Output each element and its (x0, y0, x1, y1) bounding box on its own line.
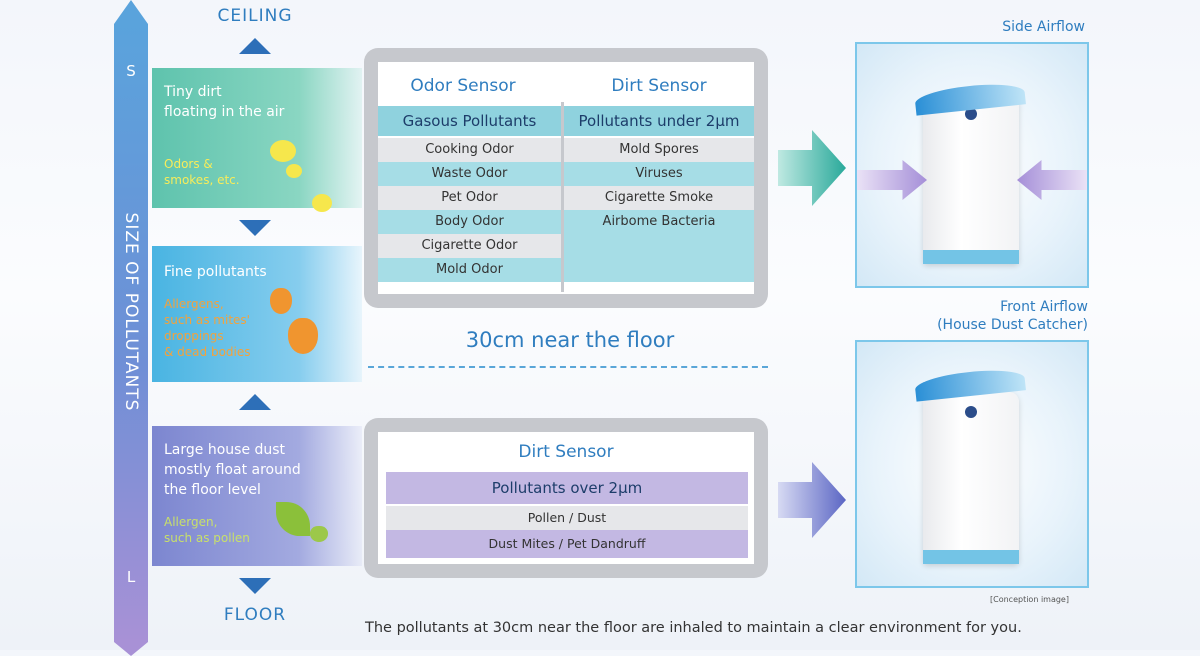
zone-sub-line: such as pollen (164, 531, 250, 545)
zone-title: Tiny dirt floating in the air (164, 82, 284, 122)
right-arrow-icon (778, 130, 846, 206)
odor-sensor-header: Odor Sensor (410, 76, 516, 96)
zone-title-line: mostly float around (164, 462, 301, 478)
table-row: Viruses (564, 162, 754, 186)
table-row: Mold Spores (564, 138, 754, 162)
down-arrow-icon (239, 578, 271, 594)
air-purifier-image (923, 392, 1019, 564)
zone-sub-line: such as mites' (164, 313, 250, 327)
down-arrow-icon (239, 220, 271, 236)
axis-large-label: L (126, 568, 136, 586)
front-airflow-label: Front Airflow (House Dust Catcher) (880, 298, 1088, 334)
zone-title: Fine pollutants (164, 262, 267, 282)
dirt-sensor-header: Dirt Sensor (611, 76, 707, 96)
zone-large-dust: Large house dust mostly float around the… (152, 426, 362, 566)
caption: The pollutants at 30cm near the floor ar… (365, 620, 1022, 636)
zone-title-line: the floor level (164, 482, 261, 498)
table-row: Dust Mites / Pet Dandruff (386, 530, 748, 558)
zone-title-line: floating in the air (164, 104, 285, 120)
upper-panel-table: Odor Sensor Dirt Sensor Gasous Pollutant… (378, 62, 754, 294)
air-purifier-image (923, 94, 1019, 264)
floor-dashed-line (368, 366, 768, 368)
zone-sub-line: droppings (164, 329, 224, 343)
ceiling-label: CEILING (217, 6, 293, 26)
photo-label-line: Front Airflow (1000, 299, 1088, 315)
zone-title-line: Fine pollutants (164, 264, 267, 280)
zone-fine-pollutants: Fine pollutants Allergens, such as mites… (152, 246, 362, 382)
zone-sub-line: Odors & (164, 157, 213, 171)
table-row: Cigarette Odor (378, 234, 561, 258)
table-row: Body Odor (378, 210, 561, 234)
axis-title: SIZE OF POLLUTANTS (121, 212, 141, 412)
conception-note: [Conception image] (990, 595, 1069, 604)
zone-sub-line: Allergen, (164, 515, 218, 529)
zone-tiny-dirt: Tiny dirt floating in the air Odors & sm… (152, 68, 362, 212)
gaseous-pollutants-subheader: Gasous Pollutants (378, 106, 561, 136)
table-row: Cooking Odor (378, 138, 561, 162)
zone-subtitle: Allergen, such as pollen (164, 514, 250, 546)
axis-small-label: S (126, 62, 136, 80)
zone-subtitle: Allergens, such as mites' droppings & de… (164, 296, 251, 360)
upper-sensor-panel: Odor Sensor Dirt Sensor Gasous Pollutant… (364, 48, 768, 308)
photo-label-line: Side Airflow (1002, 19, 1085, 35)
up-arrow-icon (239, 394, 271, 410)
zone-sub-line: & dead bodies (164, 345, 251, 359)
table-row: Cigarette Smoke (564, 186, 754, 210)
airflow-left-arrow-icon (857, 160, 927, 200)
table-row: Pet Odor (378, 186, 561, 210)
zone-title: Large house dust mostly float around the… (164, 440, 301, 500)
floor-label: FLOOR (223, 605, 287, 625)
zone-title-line: Large house dust (164, 442, 286, 458)
axis-arrow-bottom (114, 642, 148, 656)
right-arrow-icon (778, 462, 846, 538)
zone-sub-line: Allergens, (164, 297, 224, 311)
table-row: Airbome Bacteria (564, 210, 754, 234)
up-arrow-icon (239, 38, 271, 54)
zone-title-line: Tiny dirt (164, 84, 222, 100)
size-axis-bar (114, 24, 148, 642)
lower-panel-table: Dirt Sensor Pollutants over 2µm Pollen /… (378, 432, 754, 564)
table-row: Waste Odor (378, 162, 561, 186)
photo-label-line: (House Dust Catcher) (937, 317, 1088, 333)
airflow-right-arrow-icon (1017, 160, 1087, 200)
side-airflow-image (855, 42, 1089, 288)
floor-line-label: 30cm near the floor (465, 328, 675, 352)
pollutants-over-2um-subheader: Pollutants over 2µm (386, 472, 748, 504)
axis-arrow-top (114, 0, 148, 24)
lower-sensor-panel: Dirt Sensor Pollutants over 2µm Pollen /… (364, 418, 768, 578)
pollutants-under-2um-subheader: Pollutants under 2µm (564, 106, 754, 136)
zone-subtitle: Odors & smokes, etc. (164, 156, 240, 188)
dirt-sensor-header: Dirt Sensor (518, 442, 614, 462)
side-airflow-label: Side Airflow (900, 18, 1085, 36)
zone-sub-line: smokes, etc. (164, 173, 240, 187)
table-row: Pollen / Dust (386, 506, 748, 530)
table-row: Mold Odor (378, 258, 561, 282)
front-airflow-image (855, 340, 1089, 588)
